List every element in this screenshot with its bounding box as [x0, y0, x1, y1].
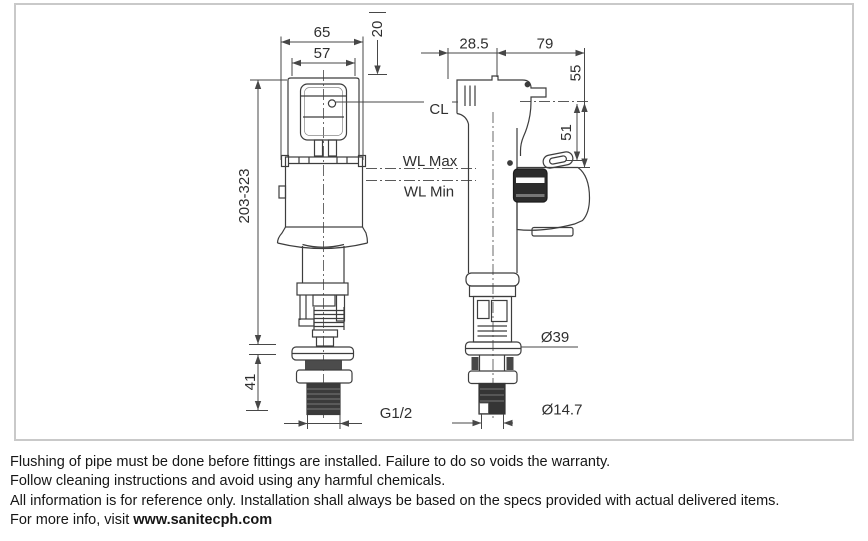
note-warranty: Flushing of pipe must be done before fit…	[10, 454, 611, 470]
footnotes: Flushing of pipe must be done before fit…	[10, 453, 860, 531]
left-valve-front-view	[276, 77, 369, 416]
website-text: www.sanitecph.com	[133, 512, 273, 529]
note-more-info-text: For more info, visit	[10, 512, 134, 529]
dim-cl-offset: 28.5	[459, 36, 488, 53]
label-wl-max: WL Max	[403, 153, 458, 170]
dimension-lines	[246, 12, 590, 429]
right-valve-side-view	[456, 75, 591, 415]
note-reference: All information is for reference only. I…	[10, 492, 780, 509]
note-cleaning: Follow cleaning instructions and avoid u…	[10, 473, 446, 490]
dim-inlet-thread: G1/2	[380, 405, 413, 422]
dim-body-depth: 79	[537, 36, 554, 53]
technical-drawing: 65 57 20 203-323 41 G1/2 28.5 79 55 51 Ø…	[236, 12, 591, 429]
label-centerline: CL	[429, 101, 448, 118]
dim-top-clearance: 20	[369, 21, 386, 38]
drawing-frame	[14, 3, 854, 441]
note-more-info: For more info, visit www.sanitecph.com	[10, 511, 860, 530]
dim-installation-height: 203-323	[236, 168, 253, 223]
dimension-text: 65 57 20 203-323 41 G1/2 28.5 79 55 51 Ø…	[236, 21, 585, 422]
dim-cl-to-top: 55	[568, 65, 585, 82]
dim-shank-length: 41	[242, 374, 259, 391]
dim-outlet-diameter: Ø14.7	[542, 402, 583, 419]
dim-flange-diameter: Ø39	[541, 329, 569, 346]
label-wl-min: WL Min	[404, 184, 454, 201]
dim-cl-to-base: 51	[558, 124, 575, 141]
dim-top-width-outer: 65	[314, 24, 331, 41]
dim-top-width-inner: 57	[314, 45, 331, 62]
dimension-arrows	[254, 38, 588, 427]
